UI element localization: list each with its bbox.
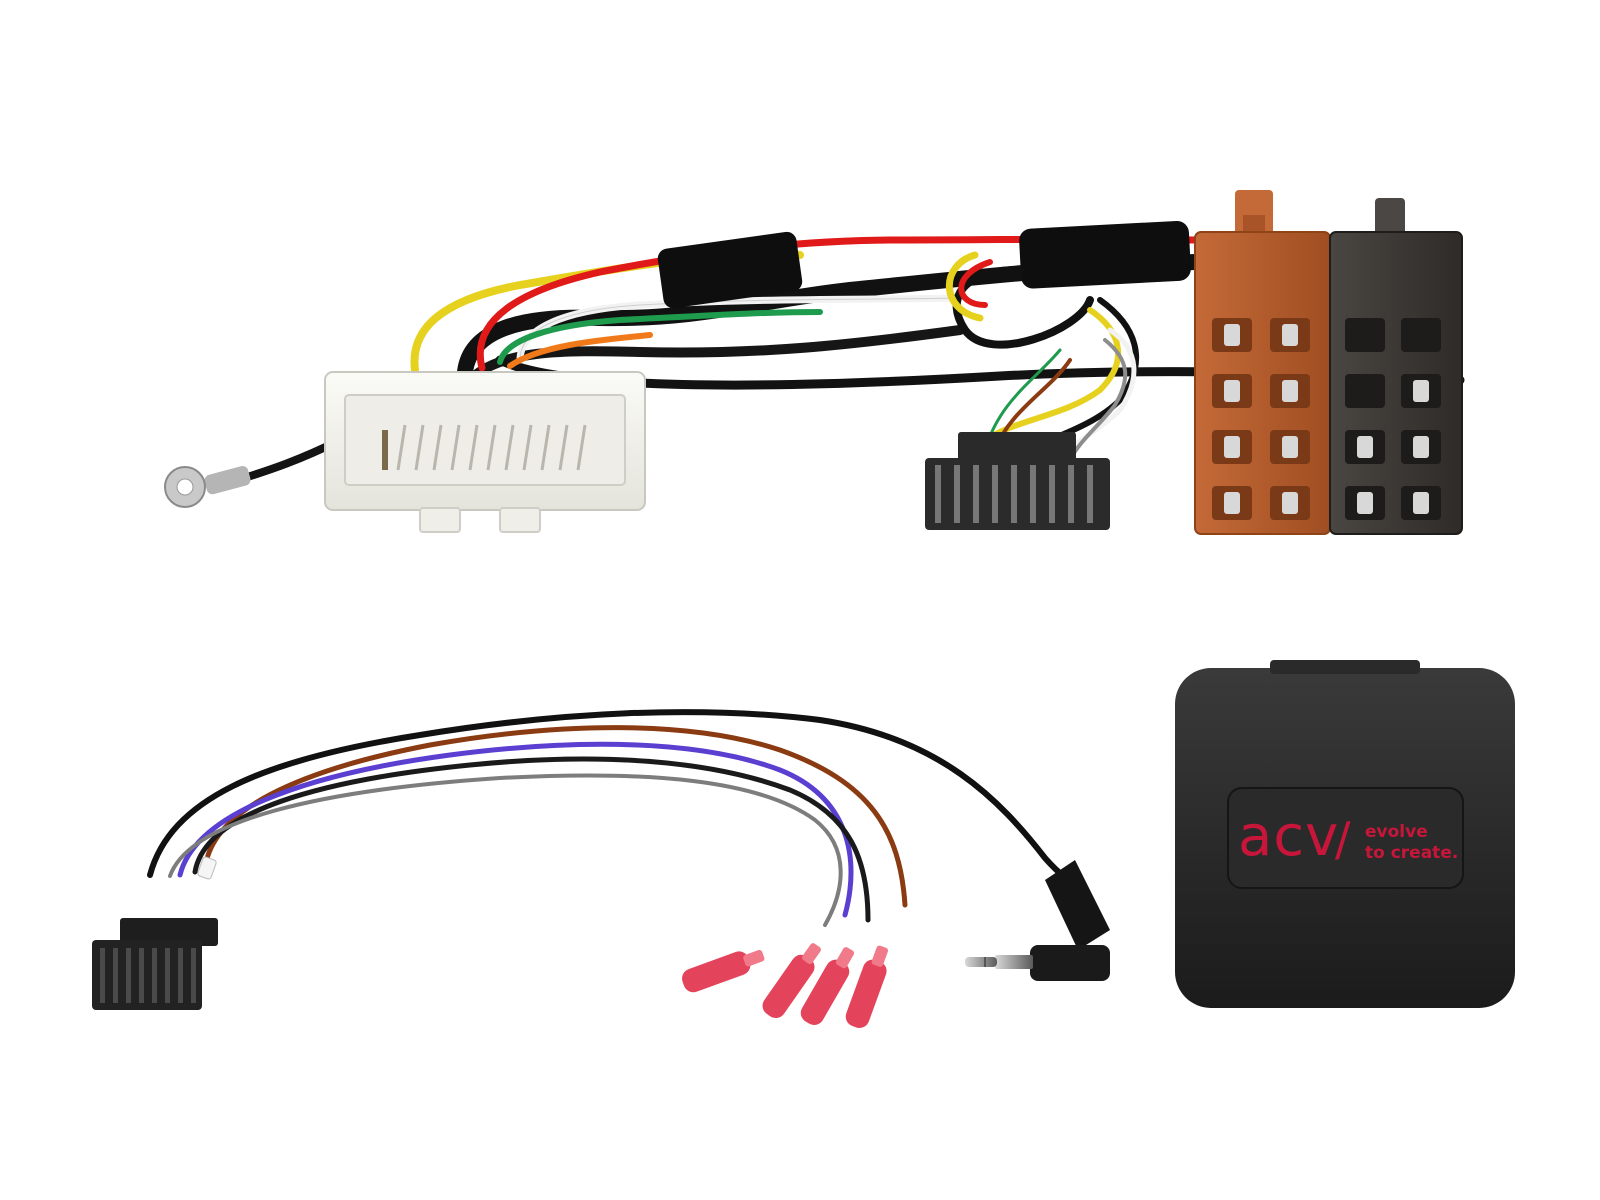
plug-rib xyxy=(1049,465,1055,523)
connector-pin xyxy=(486,424,497,471)
headunit-16-pin-plug xyxy=(925,432,1110,530)
connector-pin xyxy=(504,424,515,471)
plug-rib xyxy=(1011,465,1017,523)
iso-pin xyxy=(1282,324,1298,346)
iso-pin-socket xyxy=(1345,374,1385,408)
iso-speaker-connector xyxy=(1194,190,1331,535)
brand-tagline-line2: to create. xyxy=(1365,843,1458,863)
audio-jack-plug xyxy=(965,860,1110,981)
iso-pin xyxy=(1357,492,1373,514)
plug-rib xyxy=(992,465,998,523)
connector-pin xyxy=(432,424,443,471)
iso-pin xyxy=(1282,492,1298,514)
plug-rib xyxy=(139,948,144,1003)
iso-pin xyxy=(1224,492,1240,514)
iso-pin-socket xyxy=(1401,318,1441,352)
brand-logo-text: acv xyxy=(1238,804,1339,869)
plug-rib xyxy=(152,948,157,1003)
interface-16-pin-plug xyxy=(92,918,218,1010)
iso-pin xyxy=(1282,380,1298,402)
interface-lead-wires xyxy=(147,709,1083,927)
plug-rib xyxy=(935,465,941,523)
plug-rib xyxy=(100,948,105,1003)
connector-pin xyxy=(468,424,479,471)
iso-pin xyxy=(1224,324,1240,346)
iso-pin xyxy=(1413,380,1429,402)
iso-pin-socket xyxy=(1345,318,1385,352)
iso-pin xyxy=(1224,380,1240,402)
white-vehicle-connector xyxy=(324,371,646,533)
connector-pin xyxy=(540,424,551,471)
plug-rib xyxy=(1068,465,1074,523)
plug-rib xyxy=(178,948,183,1003)
connector-pin xyxy=(396,424,407,471)
plug-rib xyxy=(191,948,196,1003)
iso-pin xyxy=(1413,436,1429,458)
iso-pin xyxy=(1413,492,1429,514)
plug-rib xyxy=(165,948,170,1003)
connector-pin xyxy=(450,424,461,471)
plug-rib xyxy=(113,948,118,1003)
connector-pin xyxy=(522,424,533,471)
red-crimp-terminals xyxy=(682,943,889,1028)
iso-pin xyxy=(1224,436,1240,458)
brand-tagline-line1: evolve xyxy=(1365,822,1428,842)
iso-power-connector xyxy=(1329,198,1463,535)
brand-slash: / xyxy=(1335,812,1352,866)
plug-rib xyxy=(973,465,979,523)
iso-pin xyxy=(1282,436,1298,458)
plug-rib xyxy=(126,948,131,1003)
plug-rib xyxy=(1087,465,1093,523)
ground-ring-terminal xyxy=(164,465,251,508)
connector-pin xyxy=(558,424,569,471)
connector-pin xyxy=(414,424,425,471)
interface-module-box: acv / evolve to create. xyxy=(1175,660,1515,1008)
cable-tie-label xyxy=(197,856,217,880)
plug-rib xyxy=(1030,465,1036,523)
iso-pin xyxy=(1357,436,1373,458)
plug-rib xyxy=(954,465,960,523)
connector-pin xyxy=(576,424,587,471)
